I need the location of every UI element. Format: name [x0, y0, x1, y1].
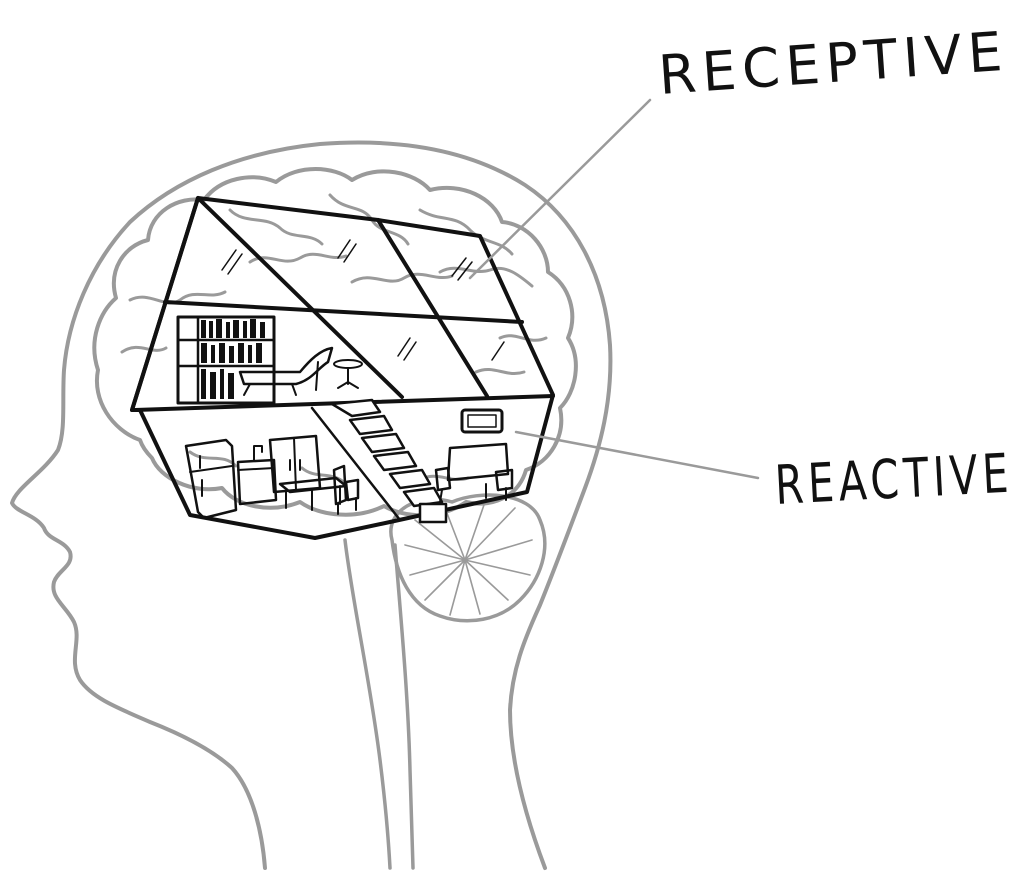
spinal-cord	[345, 540, 413, 868]
label-reactive: REACTIVE	[773, 442, 1014, 517]
tv	[462, 410, 502, 432]
reactive-leader-line	[516, 432, 758, 478]
staircase	[312, 400, 446, 522]
receptive-leader-line	[470, 100, 650, 278]
bookshelf	[178, 317, 274, 403]
leader-lines	[470, 100, 758, 478]
fridge	[186, 440, 236, 518]
armchair	[436, 444, 512, 502]
label-receptive: RECEPTIVE	[657, 20, 1011, 107]
side-table	[334, 360, 362, 388]
lounge-chair	[240, 348, 332, 395]
